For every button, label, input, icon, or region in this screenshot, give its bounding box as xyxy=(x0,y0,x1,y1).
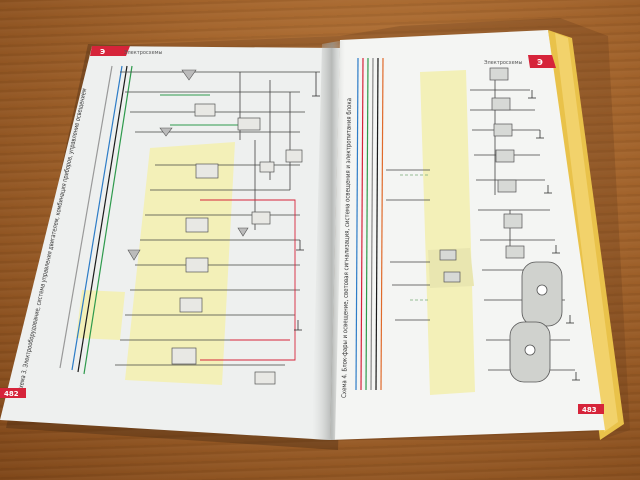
left-components xyxy=(171,103,303,385)
right-page-number-badge xyxy=(578,404,604,414)
right-wire-bus xyxy=(355,57,384,391)
left-red-traces xyxy=(200,199,296,361)
right-diagram-highlight xyxy=(420,70,475,395)
left-header-badge xyxy=(90,46,130,56)
left-ground-symbols xyxy=(294,72,320,331)
right-header-badge xyxy=(528,55,556,68)
right-connector-blocks xyxy=(509,261,563,383)
right-components xyxy=(439,67,525,283)
left-diagram-highlight xyxy=(125,142,235,385)
svg-text:Э: Э xyxy=(100,48,105,56)
left-wire-bus xyxy=(59,65,133,375)
left-diagram-traces xyxy=(115,71,320,366)
left-triangle-symbols xyxy=(127,69,249,261)
left-section-header: Электросхемы xyxy=(124,50,162,56)
left-page-number: 482 xyxy=(4,390,19,398)
svg-text:Э: Э xyxy=(537,58,543,67)
right-section-header: Электросхемы xyxy=(484,60,522,66)
right-ground-symbols xyxy=(528,90,580,381)
left-page-number-badge xyxy=(0,388,26,398)
right-page-number: 483 xyxy=(582,406,597,414)
